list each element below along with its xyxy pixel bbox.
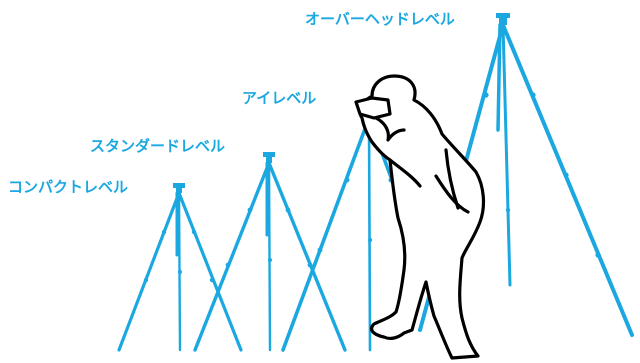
tripod-standard-icon xyxy=(193,152,347,352)
compact-level-label: コンパクトレベル xyxy=(8,178,129,196)
eye-level-label: アイレベル xyxy=(242,89,317,107)
photographer-silhouette-icon xyxy=(354,74,486,360)
standard-level-label: スタンダードレベル xyxy=(90,137,226,155)
overhead-level-label: オーバーヘッドレベル xyxy=(305,10,455,28)
tripod-compact-icon xyxy=(117,183,243,352)
